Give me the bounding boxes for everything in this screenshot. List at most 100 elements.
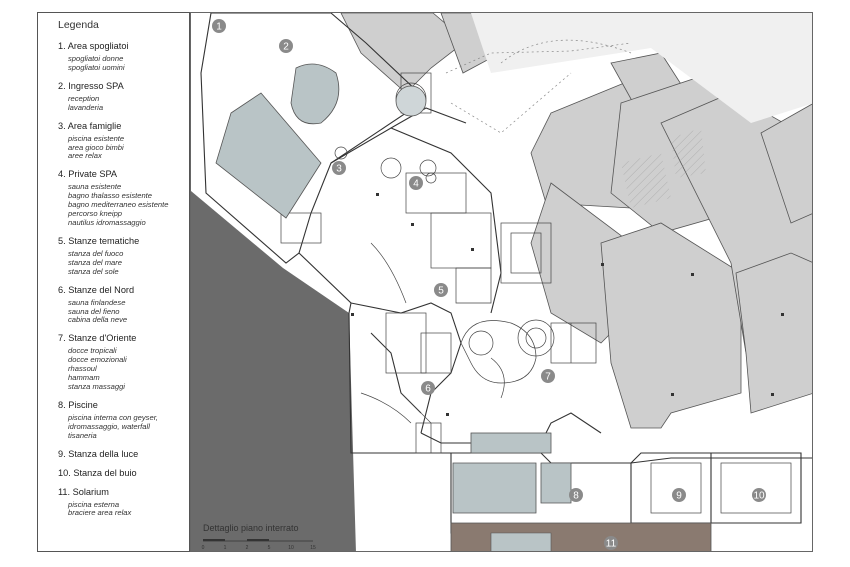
- room-marker-circle: [212, 19, 226, 33]
- scale-label: 10: [288, 545, 294, 551]
- room-marker-number: 6: [425, 384, 431, 395]
- room-marker-number: 7: [545, 372, 551, 383]
- dark-ground-area: [191, 191, 356, 551]
- legend-entry-name: 11. Solarium: [58, 486, 109, 497]
- solarium-pool: [490, 532, 552, 551]
- room-marker-circle: [672, 488, 686, 502]
- legend-entry: 8. Piscine piscina interna con geyser,idr…: [58, 400, 188, 441]
- room-marker-number: 10: [753, 491, 765, 502]
- legend-entry-name: 10. Stanza del buio: [58, 467, 137, 478]
- room-marker-circle: [421, 381, 435, 395]
- legend-subitem: stanza massaggi: [68, 381, 125, 391]
- room-marker: 5: [434, 283, 448, 297]
- scale-label: 5: [268, 545, 271, 551]
- room-marker: 2: [279, 39, 293, 53]
- legend-subitem: spogliatoi uomini: [68, 62, 125, 72]
- room-marker: 1: [212, 19, 226, 33]
- legend-subitem: docce emozionali: [68, 355, 127, 365]
- room-marker: 11: [604, 536, 618, 550]
- solarium-deck: [450, 522, 712, 551]
- curved-pool: [290, 63, 340, 125]
- legend-entry-name: 6. Stanze del Nord: [58, 284, 135, 295]
- scale-label: 1: [224, 545, 227, 551]
- scale-label: 2: [246, 545, 249, 551]
- legend-entry-name: 8. Piscine: [58, 399, 98, 410]
- room-markers: 1 2 3 4 5 6 7 8 9 10 11: [212, 19, 766, 550]
- legend-entry-name: 2. Ingresso SPA: [58, 80, 124, 91]
- legend-entry-name: 4. Private SPA: [58, 169, 118, 180]
- legend-subitem: spogliatoi donne: [68, 54, 124, 63]
- scale-label: 0: [202, 545, 205, 551]
- legend-subitem: cabina della neve: [68, 315, 128, 325]
- room-marker-circle: [541, 369, 555, 383]
- columns: [351, 193, 784, 416]
- legend-entry-name: 3. Area famiglie: [58, 120, 122, 131]
- room-marker-number: 9: [676, 491, 682, 502]
- legend-subitem: lavanderia: [68, 102, 104, 112]
- legend-subitem: stanza del mare: [68, 257, 123, 267]
- plan-caption: Dettaglio piano interrato: [203, 523, 299, 533]
- legend-entry: 10. Stanza del buio: [58, 468, 188, 479]
- legend-subitem: tisaneria: [68, 430, 97, 440]
- legend-entry: 9. Stanza della luce: [58, 449, 188, 460]
- room-marker-circle: [604, 536, 618, 550]
- legend-subitem: hammam: [68, 373, 100, 383]
- legend-subitem: percorso kneipp: [68, 209, 123, 219]
- legend-subitem: piscina esistente: [68, 133, 125, 143]
- room-marker-circle: [569, 488, 583, 502]
- legend-subitem: stanza del sole: [68, 266, 119, 276]
- legend-subitem: area gioco bimbi: [68, 142, 124, 152]
- legend-entry-name: 5. Stanze tematiche: [58, 235, 140, 246]
- room-marker-number: 11: [606, 539, 617, 550]
- legend-subitem: nautilus idromassaggio: [68, 217, 146, 227]
- room-marker: 3: [332, 161, 346, 175]
- legend-subitem: idromassaggio, waterfall: [68, 421, 150, 431]
- indoor-pool: [452, 462, 537, 514]
- room-marker: 10: [752, 488, 766, 502]
- whirlpool: [540, 462, 572, 504]
- room-marker-number: 1: [216, 22, 222, 33]
- pool-channel: [470, 432, 552, 454]
- scale-label: 15: [310, 545, 316, 551]
- room-marker-number: 3: [336, 164, 342, 175]
- legend-subitem: braciere area relax: [68, 508, 132, 518]
- legend-entry-name: 7. Stanze d'Oriente: [58, 333, 137, 344]
- room-marker: 8: [569, 488, 583, 502]
- scale-labels: 0 1 2 5 10 15: [202, 545, 316, 551]
- round-pool: [395, 85, 427, 117]
- legend-entry-name: 1. Area spogliatoi: [58, 41, 129, 51]
- room-marker: 4: [409, 176, 423, 190]
- building-hatch: [621, 128, 706, 208]
- room-marker: 6: [421, 381, 435, 395]
- legend-subitem: docce tropicali: [68, 346, 117, 356]
- legend-subitem: reception: [68, 93, 100, 103]
- room-marker-circle: [279, 39, 293, 53]
- legend-title: Legenda: [58, 19, 99, 31]
- legend-subitem: sauna esistente: [68, 182, 122, 192]
- room-marker-number: 8: [573, 491, 579, 502]
- legend-subitem: bagno thalasso esistente: [68, 191, 153, 201]
- legend-subitem: rhassoul: [68, 364, 97, 374]
- legend-subitem: bagno mediterraneo esistente: [68, 200, 169, 210]
- legend-subitem: piscina interna con geyser,: [68, 412, 158, 422]
- legend-entry-subitems: piscina interna con geyser,idromassaggio…: [58, 412, 188, 441]
- legend-subitem: sauna finlandese: [68, 297, 126, 307]
